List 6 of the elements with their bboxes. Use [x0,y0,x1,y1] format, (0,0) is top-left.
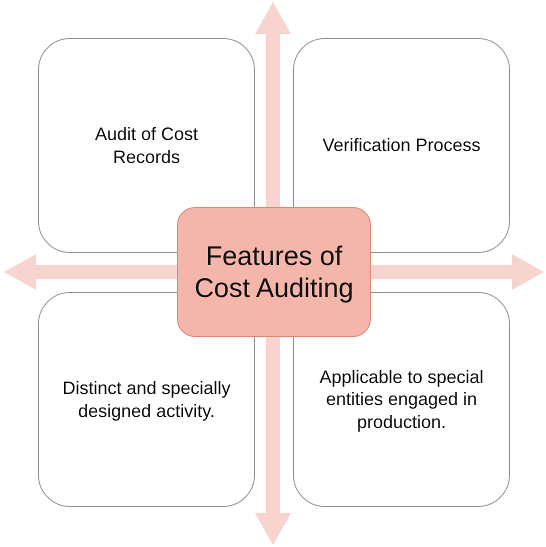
central-box [177,207,371,337]
feature-text: Audit of Cost Records [94,123,200,168]
title-text: Features of Cost Auditing [193,240,355,304]
feature-text: Applicable to special entities engaged in production. [318,366,485,434]
feature-text: Distinct and specially designed activity. [61,377,232,422]
feature-text: Verification Process [322,134,481,157]
